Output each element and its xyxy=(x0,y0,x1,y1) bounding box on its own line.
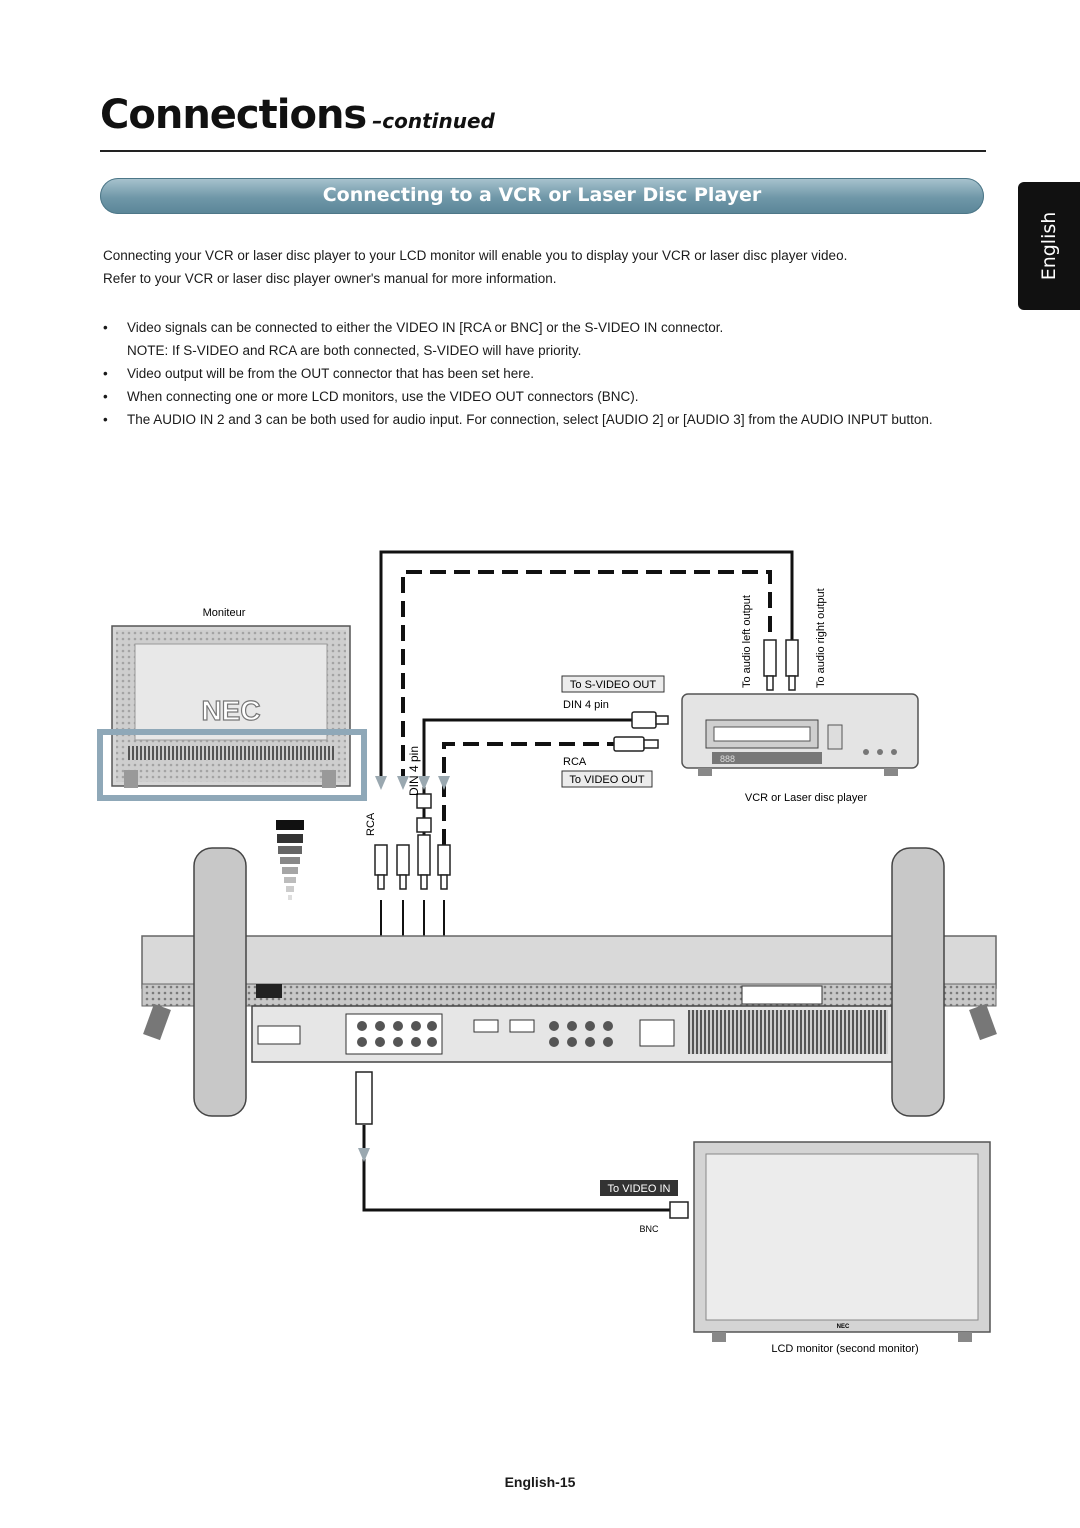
language-tab-label: English xyxy=(1038,211,1060,281)
bullet-list: Video signals can be connected to either… xyxy=(103,316,989,431)
video-out-label: To VIDEO OUT xyxy=(569,774,644,786)
intro-line-2: Refer to your VCR or laser disc player o… xyxy=(103,271,557,286)
vcr-display: 888 xyxy=(720,754,735,764)
cables xyxy=(362,550,794,1212)
connector-labels: To S-VIDEO OUT DIN 4 pin RCA To VIDEO OU… xyxy=(561,675,665,788)
bullet-item: The AUDIO IN 2 and 3 can be both used fo… xyxy=(103,408,989,431)
bullet-text: Video output will be from the OUT connec… xyxy=(127,366,534,381)
page-title-suffix: –continued xyxy=(372,109,495,133)
intro-line-1: Connecting your VCR or laser disc player… xyxy=(103,248,848,263)
page-footer: English-15 xyxy=(504,1474,576,1490)
audio-right-label: To audio right output xyxy=(815,588,827,688)
bullet-text: Video signals can be connected to either… xyxy=(127,320,724,335)
din-pin-label: DIN 4 pin xyxy=(563,699,609,711)
page-title: Connections–continued xyxy=(100,92,495,138)
second-monitor: NEC LCD monitor (second monitor) xyxy=(693,1141,991,1355)
svideo-out-label: To S-VIDEO OUT xyxy=(570,679,656,691)
section-banner: Connecting to a VCR or Laser Disc Player xyxy=(100,178,984,214)
bnc-label: BNC xyxy=(639,1224,659,1234)
monitor-thumbnail: Moniteur NEC xyxy=(97,607,367,801)
bnc-connector: To VIDEO IN BNC xyxy=(600,1180,689,1234)
second-monitor-label: LCD monitor (second monitor) xyxy=(771,1343,918,1355)
rca-plugs xyxy=(374,793,451,890)
video-in-label: To VIDEO IN xyxy=(608,1183,671,1195)
main-monitor-rear xyxy=(141,847,997,1125)
vcr-device: 888 VCR or Laser disc player xyxy=(681,693,919,804)
bullet-text: When connecting one or more LCD monitors… xyxy=(127,389,639,404)
rca-vertical-label: RCA xyxy=(365,812,377,836)
bullet-item: When connecting one or more LCD monitors… xyxy=(103,385,989,408)
second-monitor-brand: NEC xyxy=(837,1324,850,1330)
din-vertical-label: DIN 4 pin xyxy=(407,746,421,796)
vcr-label: VCR or Laser disc player xyxy=(745,792,868,804)
vcr-plugs xyxy=(613,711,669,752)
zoom-indicator xyxy=(276,820,304,900)
page-title-text: Connections xyxy=(100,92,367,138)
bullet-item: Video output will be from the OUT connec… xyxy=(103,362,989,385)
intro-paragraph: Connecting your VCR or laser disc player… xyxy=(103,244,983,290)
section-heading: Connecting to a VCR or Laser Disc Player xyxy=(322,184,762,206)
bullet-text: The AUDIO IN 2 and 3 can be both used fo… xyxy=(127,412,933,427)
audio-left-label: To audio left output xyxy=(741,595,753,688)
nec-logo: NEC xyxy=(201,695,260,726)
note-text: NOTE: If S-VIDEO and RCA are both connec… xyxy=(127,343,582,358)
monitor-label: Moniteur xyxy=(203,607,246,619)
bullet-item: Video signals can be connected to either… xyxy=(103,316,989,362)
language-tab: English xyxy=(1018,182,1080,310)
title-rule xyxy=(100,150,986,152)
rca-label: RCA xyxy=(563,756,587,768)
connection-diagram: Moniteur NEC xyxy=(97,550,997,1355)
audio-plugs xyxy=(763,639,799,691)
arrow-heads xyxy=(358,776,450,1162)
